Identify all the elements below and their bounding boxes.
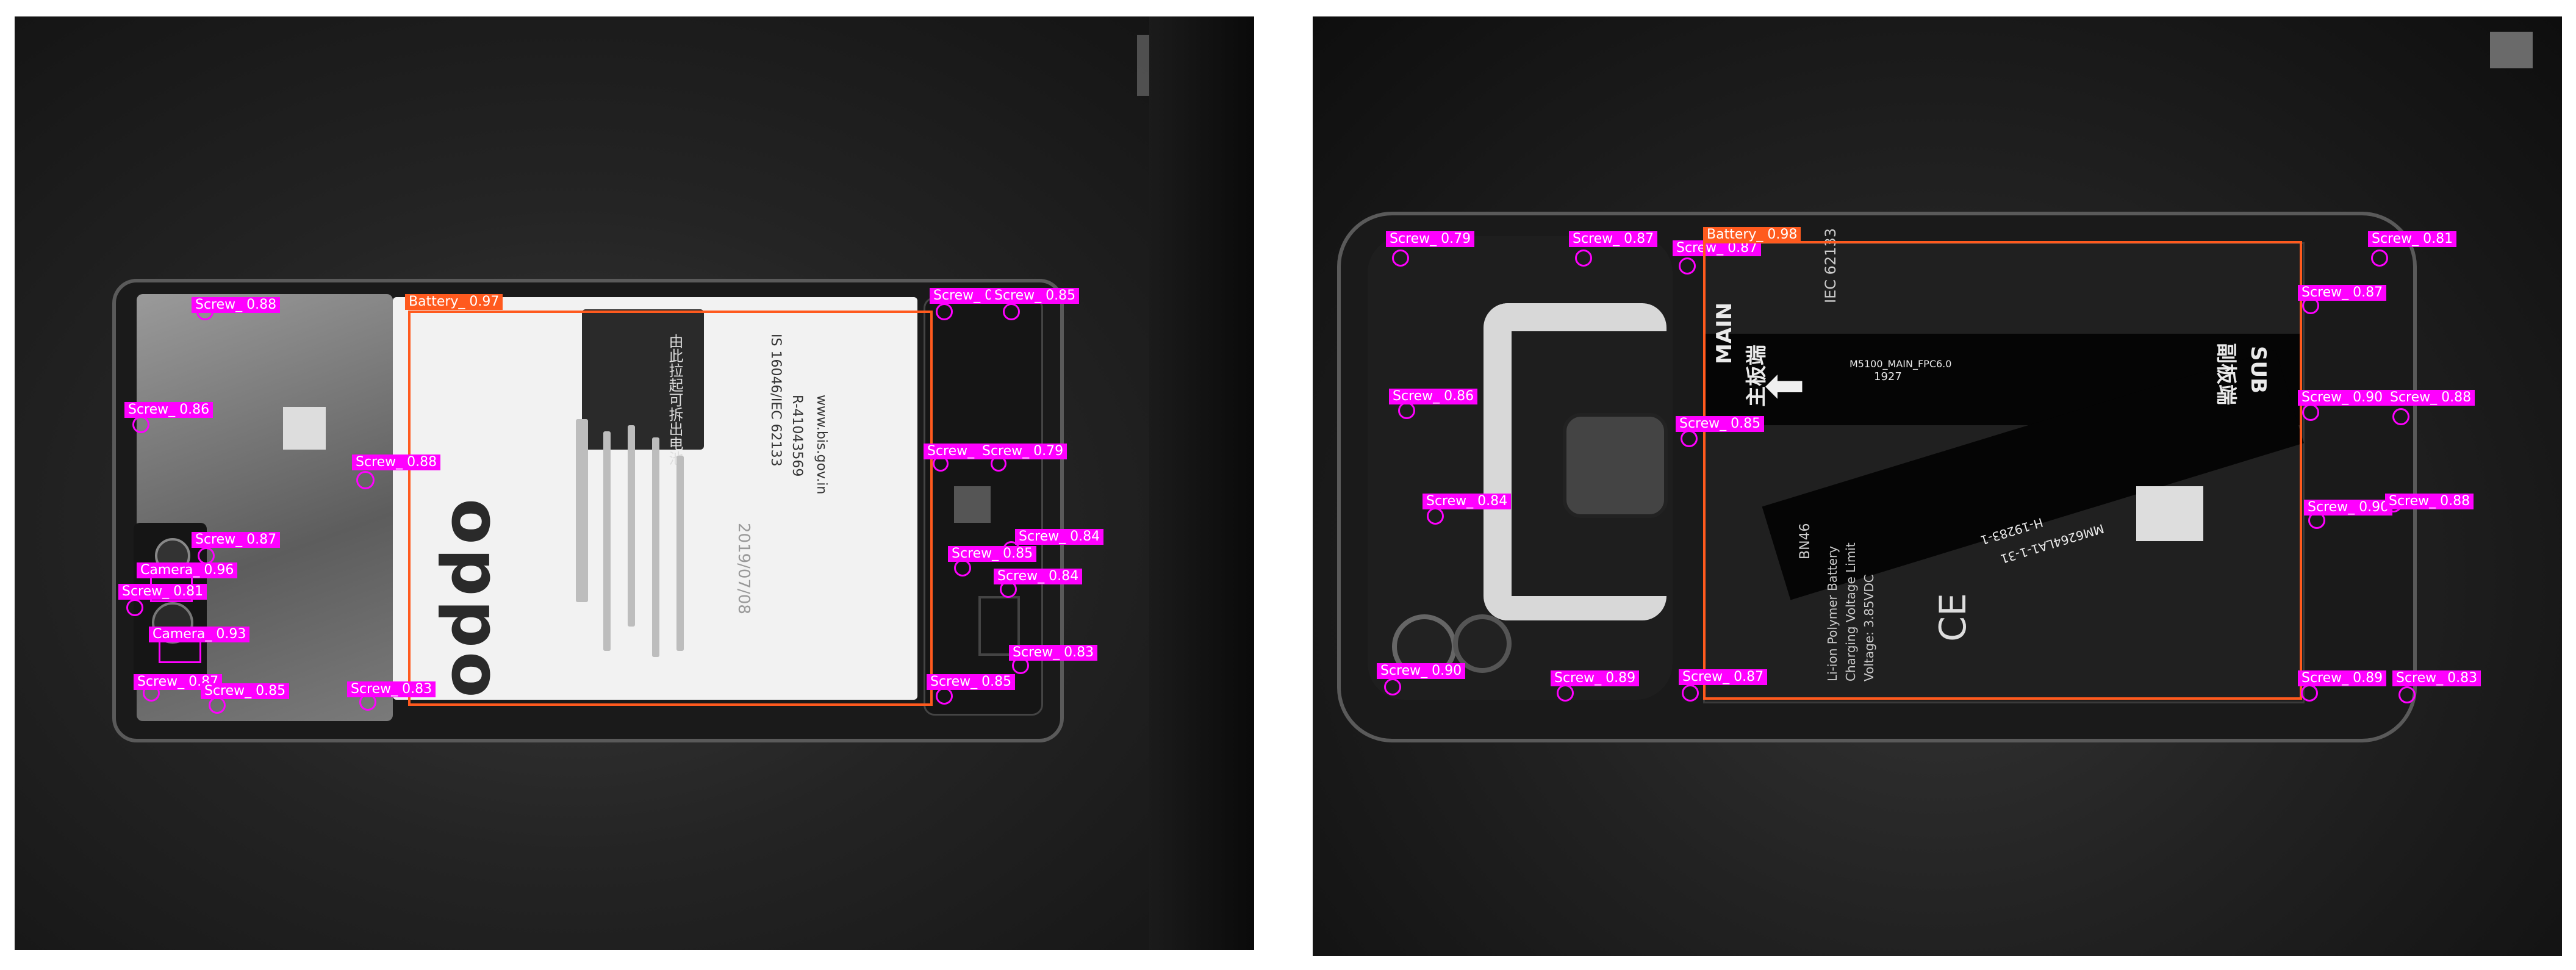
left-detection-label: Camera_ 0.96 — [137, 562, 238, 578]
right-detection-label: Battery_ 0.98 — [1703, 227, 1801, 243]
right-detection-box-screw — [1682, 684, 1699, 702]
battery-url-text: www.bis.gov.in — [814, 395, 829, 495]
left-detection-box-screw — [132, 416, 149, 433]
left-detection-label: Screw_ 0.85 — [948, 546, 1037, 562]
battery: 由此拉起可拆出电池 oppo IS 16046/IEC 62133 R-4104… — [393, 297, 917, 702]
right-detection-label: Screw_ 0.89 — [2298, 670, 2387, 686]
right-detection-box-screw — [1427, 508, 1444, 525]
fpc-number: 1927 — [1874, 370, 1902, 383]
left-detection-box-screw — [126, 599, 143, 616]
chinese-pull-label: 由此拉起可拆出电池 — [666, 334, 683, 465]
right-detection-label: Screw_ 0.83 — [2392, 670, 2481, 686]
right-detection-box-screw — [1398, 402, 1415, 419]
right-detection-label: Screw_ 0.88 — [2385, 494, 2474, 509]
right-detection-label: Screw_ 0.87 — [2298, 285, 2387, 301]
left-detection-label: Screw_ 0.85 — [927, 674, 1016, 690]
right-detection-label: Screw_ 0.89 — [1551, 670, 1640, 686]
left-detection-label: Screw_ 0.88 — [192, 297, 281, 313]
left-detection-label: Battery_ 0.97 — [405, 294, 503, 310]
right-detection-box-screw — [2398, 686, 2416, 703]
left-detection-label: Screw_ 0.86 — [124, 402, 213, 418]
left-detection-box-screw — [198, 547, 215, 564]
right-detection-box-screw — [1557, 684, 1574, 702]
background-dark-edge — [1149, 16, 1254, 950]
battery-date-text: 2019/07/08 — [734, 523, 753, 614]
right-detection-label: Screw_ 0.88 — [2386, 390, 2475, 406]
right-detection-box-battery — [1703, 241, 2302, 700]
left-detection-label: Screw_ 0.85 — [201, 683, 290, 699]
right-board-section — [2307, 236, 2398, 706]
qr-sticker — [954, 486, 991, 523]
left-detection-label: Screw_ 0.81 — [118, 584, 207, 600]
arrow-left-icon: ⬅ — [1764, 357, 1806, 414]
right-detection-label: Screw_ 0.90 — [2298, 390, 2387, 406]
right-detection-label: Screw_ 0.90 — [1377, 663, 1466, 679]
right-detection-box-screw — [1679, 257, 1696, 275]
right-photo-panel: MAIN 主板端 ⬅ SUB 副板端 M5100_MAIN_FPC6.0 192… — [1313, 16, 2562, 956]
connector-block — [978, 596, 1020, 656]
right-detection-box-screw — [2301, 684, 2318, 702]
speaker-module — [1563, 413, 1668, 518]
right-detection-label: Screw_ 0.85 — [1676, 416, 1765, 432]
left-detection-label: Camera_ 0.93 — [149, 627, 250, 642]
left-detection-label: Screw_ 0.84 — [994, 569, 1083, 584]
right-detection-box-screw — [1392, 250, 1409, 267]
qr-sticker — [283, 407, 326, 450]
battery-reg-text: R-41043569 — [789, 395, 805, 477]
left-detection-box-screw — [1003, 303, 1020, 320]
left-detection-box-screw — [936, 303, 953, 320]
left-detection-box-screw — [936, 688, 953, 705]
left-detection-label: Screw_ 0.83 — [1009, 645, 1098, 661]
right-detection-box-screw — [1575, 250, 1592, 267]
right-detection-box-screw — [1384, 678, 1401, 695]
left-detection-label: Screw_ 0.87 — [192, 532, 281, 548]
right-detection-label: Screw_ 0.86 — [1389, 389, 1478, 404]
left-detection-box-battery — [408, 311, 933, 706]
right-detection-box-screw — [2371, 250, 2388, 267]
right-detection-label: Screw_ 0.87 — [1569, 231, 1658, 247]
right-detection-label: Screw_ 0.84 — [1423, 494, 1512, 509]
background-white-patch — [2490, 32, 2533, 68]
left-detection-label: Screw_ 0.83 — [347, 681, 436, 697]
left-detection-box-screw — [954, 559, 971, 577]
left-photo-panel: 由此拉起可拆出电池 oppo IS 16046/IEC 62133 R-4104… — [15, 16, 1254, 950]
right-detection-box-screw — [2302, 404, 2319, 421]
right-detection-label: Screw_ 0.79 — [1386, 231, 1475, 247]
left-detection-box-screw — [356, 471, 375, 489]
battery-standard-text: IS 16046/IEC 62133 — [768, 334, 783, 467]
right-detection-box-screw — [2392, 408, 2409, 425]
left-detection-label: Screw_ 0.84 — [1015, 529, 1104, 545]
right-detection-box-screw — [1681, 430, 1698, 447]
flex-antenna — [1484, 303, 1667, 620]
right-detection-label: Screw_ 0.90 — [2304, 500, 2393, 516]
fpc-label: M5100_MAIN_FPC6.0 — [1849, 358, 1952, 370]
left-detection-label: Screw_ 0.88 — [352, 454, 441, 470]
left-detection-label: Screw_ 0.85 — [991, 288, 1080, 304]
pull-tab — [582, 309, 704, 450]
cable-barcode — [2136, 486, 2203, 541]
left-detection-box-screw — [209, 697, 226, 714]
right-detection-label: Screw_ 0.87 — [1679, 669, 1768, 685]
left-detection-label: Screw_ 0.79 — [978, 444, 1067, 459]
right-detection-label: Screw_ 0.81 — [2368, 231, 2457, 247]
